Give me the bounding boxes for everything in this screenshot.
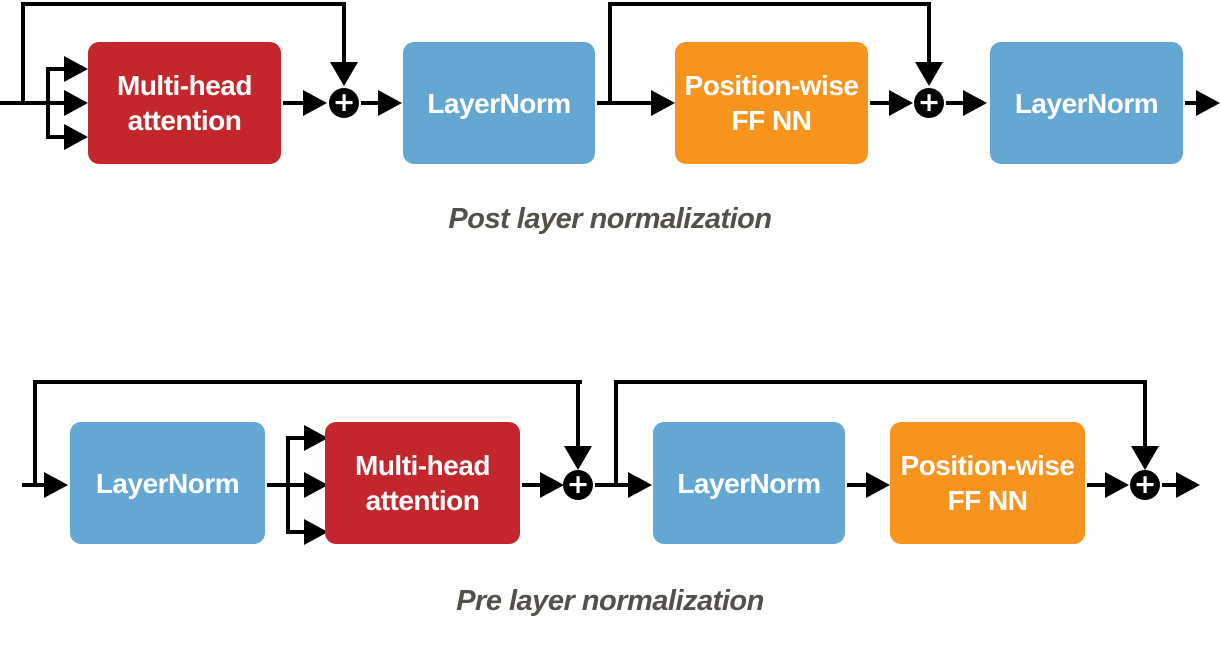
output-line [1162, 483, 1176, 487]
block-label-line: LayerNorm [95, 467, 240, 499]
block-label-line: LayerNorm [1014, 87, 1159, 119]
arrow-right-icon [64, 56, 88, 82]
plus-icon: + [1133, 468, 1157, 500]
block-label-line: Multi-head [117, 70, 253, 101]
fanout-line [286, 436, 290, 534]
residual-line [342, 2, 346, 64]
residual-line [33, 380, 37, 483]
residual-line [614, 380, 1147, 384]
connector-line [870, 101, 889, 105]
arrow-right-icon [963, 90, 987, 116]
arrow-right-icon [1105, 472, 1129, 498]
add-operator: + [563, 470, 593, 500]
post-ln-caption: Post layer normalization [448, 203, 772, 235]
arrow-down-icon [564, 446, 592, 470]
residual-line [614, 380, 618, 483]
arrow-right-icon [540, 472, 564, 498]
block-label-line: Position-wise [900, 450, 1075, 481]
connector-line [597, 101, 651, 105]
arrow-right-icon [1176, 472, 1200, 498]
residual-line [21, 2, 346, 6]
add-operator: + [329, 88, 359, 118]
residual-line [1143, 380, 1147, 446]
connector-line [946, 101, 963, 105]
arrow-right-icon [304, 425, 328, 451]
residual-line [608, 2, 931, 6]
block-label-line: FF NN [731, 105, 812, 136]
plus-icon: + [332, 86, 356, 118]
connector-line [267, 483, 304, 487]
input-line [0, 101, 64, 105]
fanout-line [46, 135, 64, 139]
connector-line [522, 483, 540, 487]
multi-head-attention-block: Multi-head attention [325, 422, 520, 544]
arrow-right-icon [44, 472, 68, 498]
block-label-line: attention [127, 105, 242, 136]
arrow-right-icon [304, 472, 328, 498]
residual-line [21, 2, 25, 105]
arrow-right-icon [378, 90, 402, 116]
fanout-line [286, 530, 304, 534]
layernorm-block: LayerNorm [653, 422, 845, 544]
block-label-line: LayerNorm [677, 467, 821, 499]
block-label-line: Position-wise [684, 70, 859, 101]
connector-line [1087, 483, 1105, 487]
residual-line [576, 380, 580, 446]
input-line [22, 483, 44, 487]
arrow-right-icon [64, 90, 88, 116]
block-label-line: FF NN [947, 485, 1028, 516]
connector-line [283, 101, 303, 105]
multi-head-attention-block: Multi-head attention [88, 42, 281, 164]
connector-line [361, 101, 378, 105]
arrow-right-icon [64, 124, 88, 150]
add-operator: + [1130, 470, 1160, 500]
layernorm-block: LayerNorm [403, 42, 595, 164]
output-line [1185, 101, 1196, 105]
arrow-right-icon [1196, 90, 1220, 116]
arrow-right-icon [889, 90, 913, 116]
plus-icon: + [917, 86, 941, 118]
add-operator: + [914, 88, 944, 118]
pre-ln-caption: Pre layer normalization [456, 585, 764, 617]
layernorm-block: LayerNorm [70, 422, 265, 544]
arrow-right-icon [628, 472, 652, 498]
arrow-right-icon [866, 472, 890, 498]
layernorm-block: LayerNorm [990, 42, 1183, 164]
residual-line [927, 2, 931, 64]
block-label-line: attention [365, 485, 480, 516]
arrow-right-icon [651, 90, 675, 116]
connector-line [595, 483, 628, 487]
arrow-down-icon [1131, 446, 1159, 470]
arrow-right-icon [304, 519, 328, 545]
block-label-line: Multi-head [355, 450, 491, 481]
arrow-down-icon [915, 62, 943, 86]
fanout-line [286, 436, 304, 440]
position-wise-ffnn-block: Position-wise FF NN [890, 422, 1085, 544]
position-wise-ffnn-block: Position-wise FF NN [675, 42, 868, 164]
block-label-line: LayerNorm [427, 87, 571, 119]
residual-line [33, 380, 582, 384]
fanout-line [46, 67, 50, 139]
connector-line [847, 483, 866, 487]
arrow-down-icon [330, 62, 358, 86]
fanout-line [46, 67, 64, 71]
arrow-right-icon [303, 90, 327, 116]
residual-line [608, 2, 612, 103]
plus-icon: + [566, 468, 590, 500]
